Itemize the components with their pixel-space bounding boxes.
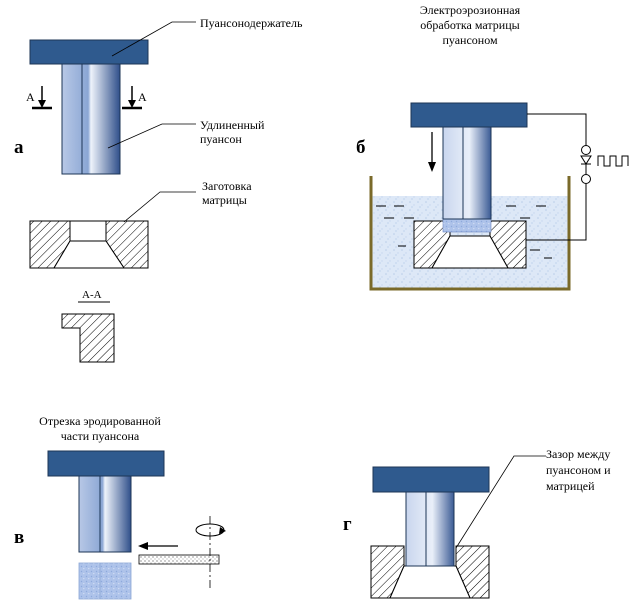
punch-v bbox=[78, 475, 132, 553]
panel-label-v: в bbox=[14, 527, 24, 548]
blank-label-line2: матрицы bbox=[202, 193, 247, 207]
eroded-part-v bbox=[78, 562, 132, 600]
section-mark-right: А bbox=[138, 90, 147, 104]
punch-holder-a bbox=[29, 39, 149, 65]
panel-a: А А а Пуансонодержатель Удлиненный пуанс… bbox=[14, 16, 303, 363]
liquid-surface-marks bbox=[376, 205, 552, 259]
punch-holder-b bbox=[410, 102, 528, 128]
terminal-top bbox=[581, 145, 591, 155]
pulse-signal-icon bbox=[597, 155, 629, 167]
edm-title-line2: обработка матрицы bbox=[420, 18, 519, 32]
panel-label-a: а bbox=[14, 137, 24, 158]
punch-g bbox=[405, 491, 455, 567]
panel-b: Электроэрозионная обработка матрицы пуан… bbox=[356, 3, 629, 291]
cutting-wheel-edge bbox=[138, 554, 220, 565]
gap-label-line3: матрицей bbox=[546, 479, 595, 493]
section-arrow-right bbox=[122, 86, 142, 110]
holder-label: Пуансонодержатель bbox=[200, 16, 303, 30]
punch-b bbox=[442, 126, 492, 220]
gap-label-line1: Зазор между bbox=[546, 447, 610, 461]
blank-label-line1: Заготовка bbox=[202, 179, 252, 193]
punch-holder-g bbox=[372, 466, 490, 493]
die-g bbox=[370, 545, 490, 599]
panel-label-g: г bbox=[343, 514, 352, 535]
panel-label-b: б bbox=[356, 137, 366, 158]
terminal-bottom bbox=[581, 174, 591, 184]
section-mark-left: А bbox=[26, 90, 35, 104]
panel-g: г Зазор между пуансоном и матрицей bbox=[343, 447, 611, 599]
gap-label-line2: пуансоном и bbox=[546, 463, 611, 477]
feed-arrow-down bbox=[428, 132, 436, 172]
section-profile bbox=[61, 313, 115, 363]
rotation-icon bbox=[195, 523, 226, 537]
punch-a bbox=[61, 63, 121, 175]
punch-holder-v bbox=[47, 450, 165, 477]
circuit-wire bbox=[527, 113, 587, 146]
die-blank-a bbox=[29, 220, 149, 269]
edm-title-line3: пуансоном bbox=[442, 33, 498, 47]
edm-title-line1: Электроэрозионная bbox=[420, 3, 521, 17]
section-arrow-left bbox=[32, 86, 52, 110]
cutoff-title-line1: Отрезка эродированной bbox=[39, 414, 161, 428]
punch-label-line1: Удлиненный bbox=[200, 118, 265, 132]
diode-icon bbox=[580, 155, 592, 174]
eroded-zone-b bbox=[442, 217, 492, 233]
panel-v: Отрезка эродированной части пуансона в bbox=[14, 414, 226, 600]
section-title: А-А bbox=[82, 289, 102, 301]
punch-label-line2: пуансон bbox=[200, 132, 242, 146]
cutoff-title-line2: части пуансона bbox=[61, 429, 140, 443]
bath-vessel bbox=[369, 176, 571, 291]
cut-direction-arrow bbox=[138, 542, 178, 550]
